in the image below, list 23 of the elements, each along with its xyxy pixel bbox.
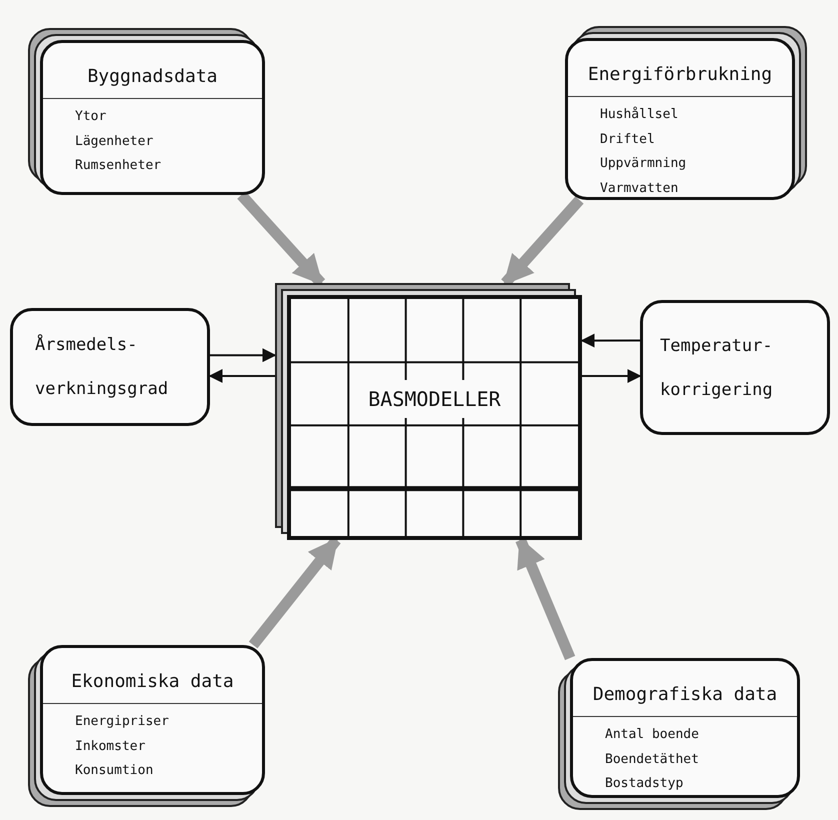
card-heading: Demografiska data [592, 683, 778, 707]
list-item: Varmvatten [600, 180, 680, 198]
arrow [210, 348, 276, 362]
list-item: Konsumtion [75, 762, 154, 780]
list-item: Antal boende [605, 726, 700, 744]
list-item: Hushållsel [600, 106, 680, 124]
list-item: Lägenheter [75, 132, 154, 150]
list-item: Bostadstyp [605, 775, 684, 793]
list-item: Uppvärmning [600, 155, 688, 173]
process-label: Årsmedels- verkningsgrad [35, 333, 170, 401]
process-label: Temperatur- korrigering [660, 334, 774, 402]
list-item: Inkomster [75, 738, 146, 756]
card-heading: Ekonomiska data [71, 670, 234, 694]
list-item: Rumsenheter [75, 157, 162, 175]
list-item: Driftel [600, 130, 656, 148]
arrow [208, 368, 275, 383]
list-item: Energipriser [75, 713, 170, 731]
list-item: Ytor [75, 108, 108, 126]
arrow [580, 334, 640, 348]
card-heading: Byggnadsdata [87, 65, 218, 89]
list-item: Boendetäthet [605, 750, 700, 768]
card-heading: Energiförbrukning [588, 63, 772, 87]
arrow [582, 369, 642, 383]
